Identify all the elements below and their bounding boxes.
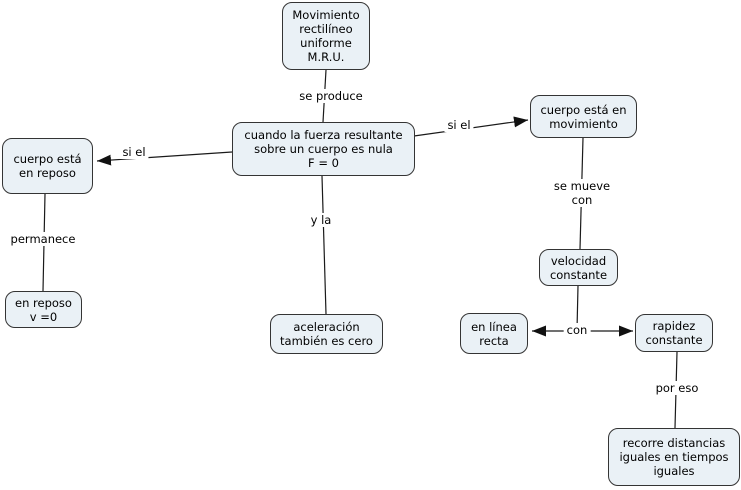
node-aceleracion-cero[interactable]: aceleración también es cero <box>270 314 383 354</box>
node-mru[interactable]: Movimiento rectilíneo uniforme M.R.U. <box>282 2 370 70</box>
connector-central-reposo <box>96 151 233 166</box>
link-label-si-el-left[interactable]: si el <box>119 145 149 159</box>
link-label-si-el-right[interactable]: si el <box>444 118 474 132</box>
link-label-y-la[interactable]: y la <box>307 213 335 227</box>
connector-velocidad-junction <box>576 285 579 331</box>
link-label-con[interactable]: con <box>563 323 591 337</box>
node-en-reposo-v0[interactable]: en reposo v =0 <box>5 291 82 328</box>
link-label-se-produce[interactable]: se produce <box>296 89 366 103</box>
link-label-se-mueve-con[interactable]: se mueve con <box>550 179 614 207</box>
link-label-por-eso[interactable]: por eso <box>652 381 702 395</box>
connector-central-aceleracion <box>321 175 327 315</box>
link-label-permanece[interactable]: permanece <box>7 232 79 246</box>
node-cuerpo-en-reposo[interactable]: cuerpo está en reposo <box>2 138 93 194</box>
node-en-linea-recta[interactable]: en línea recta <box>460 313 528 354</box>
node-rapidez-constante[interactable]: rapidez constante <box>635 314 713 352</box>
node-cuerpo-en-movimiento[interactable]: cuerpo está en movimiento <box>530 95 637 138</box>
node-recorre-distancias[interactable]: recorre distancias iguales en tiempos ig… <box>608 428 740 486</box>
node-velocidad-constante[interactable]: velocidad constante <box>539 249 618 286</box>
node-fuerza-resultante-nula[interactable]: cuando la fuerza resultante sobre un cue… <box>232 122 415 176</box>
